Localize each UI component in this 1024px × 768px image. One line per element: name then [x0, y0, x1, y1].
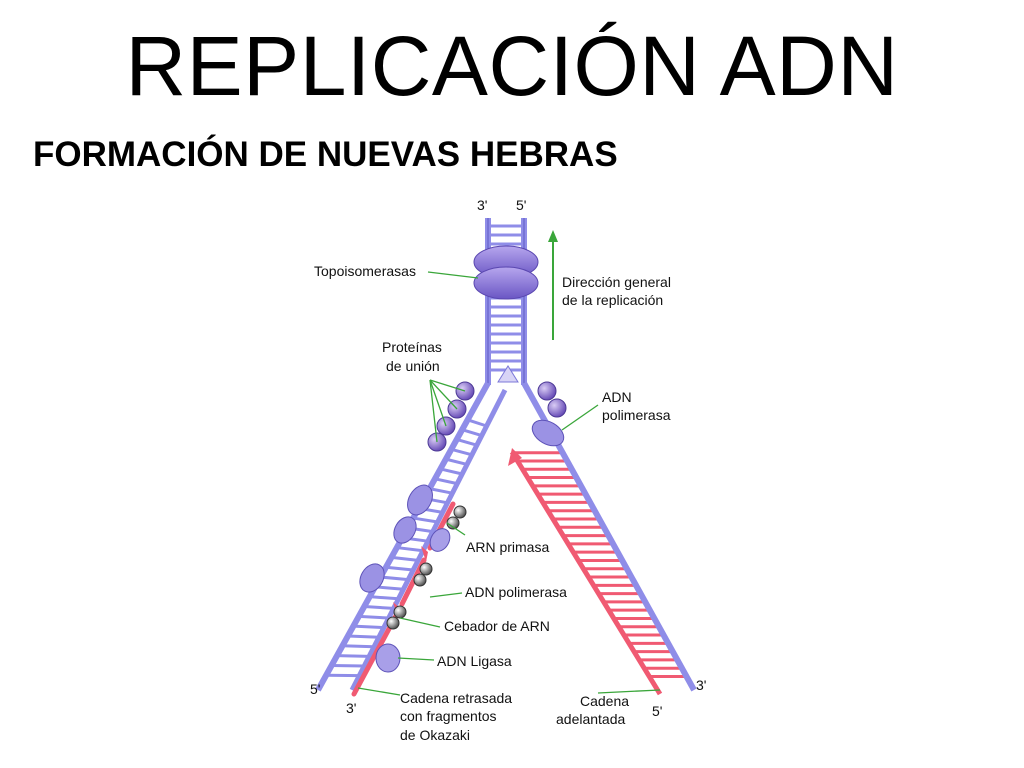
- label-proteinas-line1: Proteínas: [382, 339, 442, 355]
- base-pair-rung: [358, 614, 389, 620]
- base-pair-rung: [412, 516, 438, 524]
- base-pair-rung: [445, 457, 468, 466]
- base-pair-rung: [391, 555, 419, 562]
- base-pair-rung: [429, 487, 453, 495]
- end-label-bottom-left-inner: 3': [346, 700, 356, 716]
- label-leader-lines: [357, 271, 661, 696]
- label-cadena-adelantada-line2: adelantada: [556, 711, 626, 727]
- label-direccion-line2: de la replicación: [562, 292, 663, 308]
- base-pair-rung: [364, 604, 394, 610]
- end-label-bottom-right-outer: 3': [696, 677, 706, 693]
- label-cadena-adelantada-line1: Cadena: [580, 693, 629, 709]
- label-arn-primasa: ARN primasa: [466, 539, 549, 555]
- base-pair-rung: [450, 447, 473, 457]
- label-proteinas-line2: de unión: [386, 358, 440, 374]
- end-label-bottom-left-outer: 5': [310, 681, 320, 697]
- base-pair-rung: [337, 654, 370, 658]
- base-pair-rung: [331, 663, 365, 668]
- label-direccion-line1: Dirección general: [562, 274, 671, 290]
- label-cadena-retrasada-line3: de Okazaki: [400, 727, 470, 743]
- base-pair-rung: [396, 546, 424, 553]
- base-pair-rung: [385, 565, 414, 572]
- base-pair-rung: [347, 634, 379, 639]
- page-subtitle: FORMACIÓN DE NUEVAS HEBRAS: [33, 135, 618, 174]
- label-cadena-retrasada-line2: con fragmentos: [400, 708, 497, 724]
- base-pair-rung: [456, 438, 478, 447]
- label-cebador-arn: Cebador de ARN: [444, 618, 550, 634]
- base-pair-rung: [369, 595, 399, 601]
- label-adn-polimerasa-top-line1: ADN: [602, 389, 632, 405]
- replication-direction-arrow: [548, 230, 558, 340]
- helicase-wedge: [497, 365, 519, 383]
- base-pair-rung: [467, 418, 488, 428]
- end-label-top-left: 3': [477, 197, 487, 213]
- label-topoisomerasas: Topoisomerasas: [314, 263, 416, 279]
- end-label-bottom-right-inner: 5': [652, 703, 662, 719]
- topoisomerase-enzyme: [473, 245, 539, 300]
- label-adn-ligasa: ADN Ligasa: [437, 653, 512, 669]
- base-pair-rung: [461, 428, 483, 438]
- leading-strand-arm: [508, 381, 697, 696]
- label-adn-polimerasa-top-line2: polimerasa: [602, 407, 671, 423]
- base-pair-rung: [342, 644, 375, 649]
- base-pair-rung: [440, 467, 463, 476]
- label-adn-polimerasa: ADN polimerasa: [465, 584, 567, 600]
- base-pair-rung: [380, 575, 409, 582]
- lagging-strand-arm: [315, 381, 508, 697]
- base-pair-rung: [434, 477, 458, 486]
- base-pair-rung: [374, 585, 404, 591]
- parental-dna: [485, 218, 527, 385]
- end-label-top-right: 5': [516, 197, 526, 213]
- label-cadena-retrasada-line1: Cadena retrasada: [400, 690, 512, 706]
- page-title: REPLICACIÓN ADN: [125, 19, 899, 113]
- base-pair-rung: [353, 624, 384, 630]
